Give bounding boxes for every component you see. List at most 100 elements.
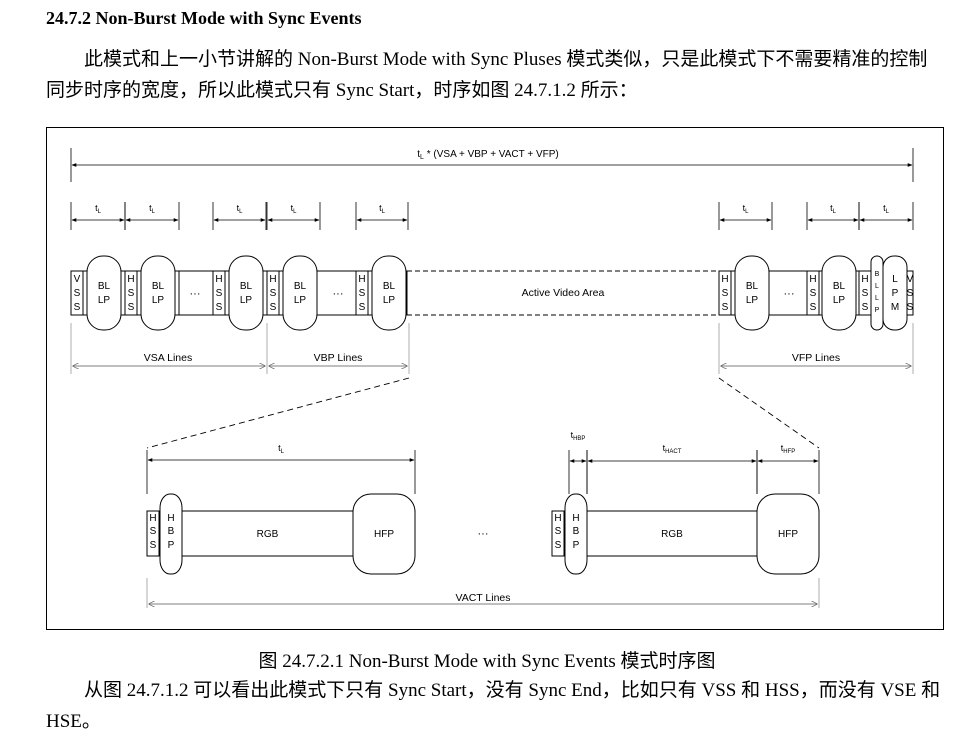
hss-packet-label: H: [809, 274, 816, 285]
thact-span: tHACT: [586, 443, 758, 494]
rgb-packet-label: RGB: [257, 529, 279, 540]
blp-label-top: BL: [152, 281, 165, 292]
tl-label: tL: [95, 203, 102, 215]
blp-label-top: BL: [746, 281, 759, 292]
packet-row: VSSBLLPHSSHSSHSSHSSHSSHSSBLLPBLLPBLLPBLL…: [70, 255, 914, 331]
blllp-packet-label: L: [875, 283, 879, 290]
hss-packet-label: H: [721, 274, 728, 285]
hss-packet-label: S: [359, 302, 366, 313]
hss-packet-label: S: [862, 288, 869, 299]
hss-packet-label: H: [358, 274, 365, 285]
hss-packet-label: H: [861, 274, 868, 285]
rgb-packet-label: RGB: [661, 529, 683, 540]
line-period-span: tL: [806, 202, 860, 230]
hss-packet-label: S: [810, 302, 817, 313]
hbp-packet-label: H: [572, 513, 579, 524]
blp-packet: BL LP: [371, 255, 407, 331]
figure-caption: 图 24.7.2.1 Non-Burst Mode with Sync Even…: [258, 651, 716, 672]
zoom-line-right: [718, 377, 820, 449]
blp-label-top: BL: [833, 281, 846, 292]
vss-packet-label: S: [907, 302, 914, 313]
blp-label-top: BL: [240, 281, 253, 292]
vss-packet-label: S: [907, 288, 914, 299]
ellipsis-label: ···: [190, 288, 201, 300]
tl-label: tL: [291, 203, 298, 215]
blp-label-bottom: LP: [152, 295, 165, 306]
thfp-span-label: tHFP: [781, 443, 796, 455]
thact-span-label: tHACT: [663, 443, 682, 455]
hss-packet-label: H: [149, 513, 156, 524]
blp-label-bottom: LP: [98, 295, 111, 306]
vsa-lines-label: VSA Lines: [144, 352, 192, 364]
ellipsis-label: ···: [478, 528, 489, 540]
zoom-line-left: [146, 377, 410, 449]
tl-label: tL: [379, 203, 386, 215]
line-period-span: tL: [124, 202, 180, 230]
blllp-packet-label: L: [875, 295, 879, 302]
vfp-lines-label: VFP Lines: [792, 352, 840, 364]
tl-label: tL: [743, 203, 750, 215]
line-period-span: tL: [266, 202, 321, 230]
thbp-span: tHBP: [568, 430, 588, 494]
blllp-packet-label: B: [875, 271, 880, 278]
bottom-tl-span-label: tL: [278, 443, 285, 455]
blp-label-bottom: LP: [383, 295, 396, 306]
blllp-packet-label: P: [875, 307, 880, 314]
lpm-packet-label: P: [892, 288, 899, 299]
blp-label-bottom: LP: [746, 295, 759, 306]
vss-packet-label: S: [74, 302, 81, 313]
hbp-packet-label: B: [573, 526, 580, 537]
total-duration-span: tL * (VSA + VBP + VACT + VFP): [70, 148, 914, 182]
hss-packet-label: H: [215, 274, 222, 285]
line-period-span: tL: [212, 202, 267, 230]
blp-packet: BL LP: [734, 255, 770, 331]
blp-label-bottom: LP: [833, 295, 846, 306]
blp-packet: BL LP: [140, 255, 176, 331]
section-heading: 24.7.2 Non-Burst Mode with Sync Events: [46, 8, 362, 28]
line-period-span: tL: [718, 202, 773, 230]
lpm-packet: LPM: [882, 255, 908, 331]
hss-packet-label: S: [722, 302, 729, 313]
hbp-packet-label: P: [168, 540, 175, 551]
hss-packet-label: H: [269, 274, 276, 285]
hss-packet-label: S: [359, 288, 366, 299]
thfp-span: tHFP: [756, 443, 820, 494]
bottom-tl-span: tL: [146, 443, 416, 494]
blp-label-bottom: LP: [240, 295, 253, 306]
line-period-span: tL: [858, 202, 914, 230]
hss-packet-label: H: [127, 274, 134, 285]
hss-packet-label: S: [150, 540, 157, 551]
hss-packet-label: H: [554, 513, 561, 524]
lpm-packet-label: M: [891, 302, 899, 313]
hfp-packet-label: HFP: [374, 529, 394, 540]
thbp-span-label: tHBP: [571, 430, 586, 442]
blp-label-top: BL: [383, 281, 396, 292]
hss-packet-label: S: [216, 302, 223, 313]
vact-lines-label: VACT Lines: [455, 592, 510, 604]
hss-packet-label: S: [150, 526, 157, 537]
blp-packet: BL LP: [228, 255, 264, 331]
hss-packet-label: S: [270, 302, 277, 313]
vbp-lines-label: VBP Lines: [314, 352, 363, 364]
hbp-packet-label: H: [167, 513, 174, 524]
hss-packet-label: S: [270, 288, 277, 299]
tl-label: tL: [149, 203, 156, 215]
lpm-packet-label: L: [892, 274, 898, 285]
hbp-packet-label: B: [168, 526, 175, 537]
blp-label-top: BL: [98, 281, 111, 292]
line-period-span: tL: [70, 202, 126, 230]
vact-lines-span: VACT Lines: [146, 578, 820, 608]
hss-packet-label: S: [128, 302, 135, 313]
explanation-paragraph: 从图 24.7.1.2 可以看出此模式下只有 Sync Start，没有 Syn…: [46, 680, 941, 732]
ellipsis-label: ···: [784, 288, 795, 300]
hfp-packet-label: HFP: [778, 529, 798, 540]
hss-packet-label: S: [128, 288, 135, 299]
line-period-span: tL: [355, 202, 409, 230]
